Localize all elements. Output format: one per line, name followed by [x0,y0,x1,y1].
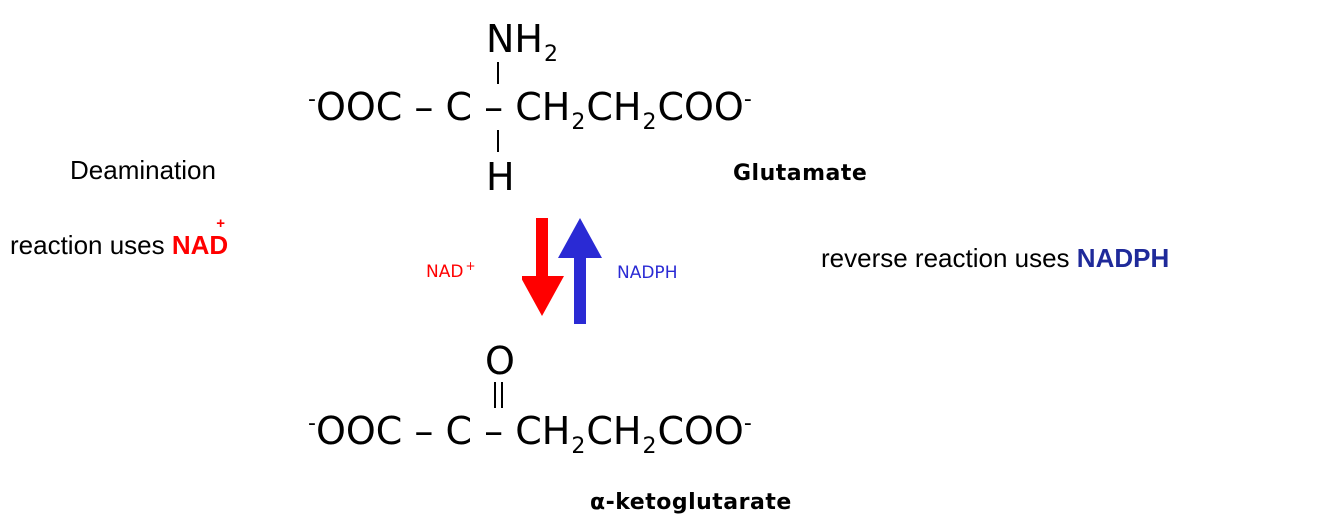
ketoglutarate-main-chain: -OOC – C – CH2CH2COO- [308,409,752,459]
down-arrow-icon [522,218,564,316]
deamination-cofactor-charge: + [216,215,225,232]
ketoglutarate-double-bond-right [501,382,503,408]
glutamate-main-chain: -OOC – C – CH2CH2COO- [308,85,752,135]
glutamate-amino-bond [497,62,499,84]
ketoglutarate-label: α-ketoglutarate [590,490,792,515]
deamination-text-line1: Deamination [70,155,216,185]
reverse-cofactor: NADPH [1076,243,1170,273]
ketoglutarate-oxygen: O [485,339,515,383]
deamination-cofactor: NAD [171,230,229,260]
glutamate-hydrogen-bond [497,130,499,152]
glutamate-amino-group: NH2 [486,17,558,67]
nad-plus-arrow-label: NAD+ [426,259,476,282]
glutamate-hydrogen: H [486,155,515,199]
deamination-text-line2: reaction uses NAD+ [10,215,229,260]
reverse-reaction-text: reverse reaction uses NADPH [821,243,1170,273]
up-arrow-icon [558,218,602,324]
nadph-arrow-label: NADPH [617,263,678,283]
glutamate-label: Glutamate [733,161,868,186]
reaction-arrows-svg [522,218,602,324]
ketoglutarate-double-bond-left [494,382,496,408]
